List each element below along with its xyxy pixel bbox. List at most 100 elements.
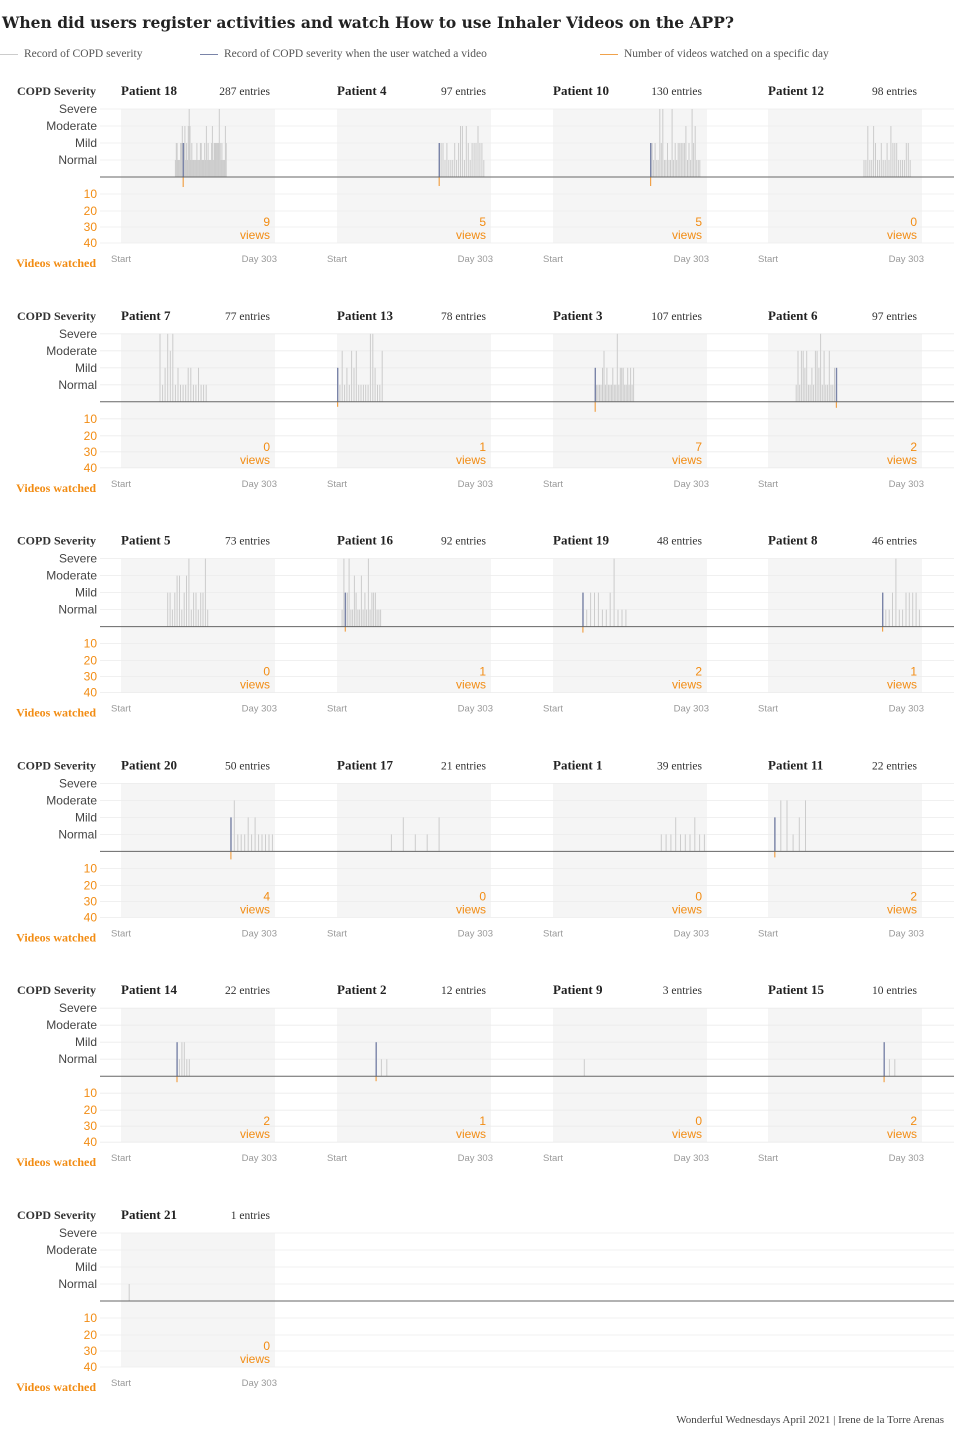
severity-bar	[171, 609, 173, 627]
patient-name: Patient 7	[121, 308, 171, 323]
severity-bar	[179, 575, 180, 627]
severity-bar	[187, 126, 189, 177]
y-tick-label-videos-30: 30	[84, 220, 98, 234]
severity-bar	[481, 143, 483, 177]
y-tick-label-normal: Normal	[58, 1277, 97, 1291]
y-tick-label-videos-10: 10	[84, 412, 98, 426]
severity-bar	[670, 834, 672, 852]
severity-bar	[261, 834, 263, 852]
severity-bar	[174, 160, 176, 177]
severity-bar	[204, 143, 206, 177]
severity-bar	[187, 367, 189, 402]
severity-bar	[479, 143, 481, 177]
severity-bar	[456, 160, 458, 177]
severity-bar	[653, 160, 655, 177]
x-label-start: Start	[758, 704, 778, 715]
videos-bar	[883, 1076, 885, 1083]
views-count: 4	[263, 889, 270, 903]
severity-bar	[630, 367, 632, 402]
severity-bar	[216, 143, 218, 177]
severity-bar	[885, 609, 887, 627]
severity-bar	[195, 592, 197, 627]
severity-bar	[596, 384, 598, 402]
severity-bar	[697, 160, 699, 177]
severity-bar	[627, 367, 629, 402]
severity-bar	[667, 143, 668, 177]
x-label-end: Day 303	[674, 928, 709, 939]
severity-bar	[176, 575, 178, 627]
patient-entries: 3 entries	[663, 985, 703, 997]
views-label: views	[456, 228, 486, 242]
x-label-start: Start	[111, 1153, 131, 1164]
severity-bar	[174, 384, 176, 402]
y-tick-label-severe: Severe	[59, 1226, 97, 1240]
x-label-start: Start	[327, 254, 347, 265]
severity-bar	[830, 384, 832, 402]
x-label-end: Day 303	[458, 704, 493, 715]
patient-entries: 97 entries	[872, 311, 918, 323]
views-count: 0	[910, 215, 917, 229]
severity-bar	[195, 160, 197, 177]
severity-bar	[670, 160, 671, 177]
severity-bar	[821, 384, 823, 402]
severity-bar	[175, 143, 177, 177]
severity-bar	[369, 609, 371, 627]
severity-bar	[590, 592, 592, 627]
severity-bar	[663, 160, 665, 177]
severity-bar	[390, 834, 392, 852]
severity-bar	[223, 160, 225, 177]
severity-bar	[178, 160, 180, 177]
severity-bar	[359, 609, 361, 627]
severity-bar	[809, 384, 811, 402]
severity-bar	[183, 1042, 185, 1077]
severity-bar	[469, 160, 471, 177]
severity-bar	[193, 160, 194, 177]
severity-bar	[656, 160, 658, 177]
y-tick-label-videos-40: 40	[84, 686, 98, 700]
severity-bar	[202, 160, 204, 177]
severity-bar	[898, 609, 900, 627]
severity-bar	[909, 160, 911, 177]
severity-bar	[212, 160, 214, 177]
severity-bar	[633, 367, 635, 402]
severity-bar	[688, 143, 690, 177]
severity-bar	[254, 817, 256, 852]
severity-bar	[699, 834, 701, 852]
y-tick-label-mild: Mild	[75, 1035, 97, 1049]
severity-bar	[210, 160, 212, 177]
severity-bar	[440, 143, 442, 177]
views-label: views	[240, 1352, 270, 1366]
y-tick-label-videos-40: 40	[84, 1135, 98, 1149]
views-count: 7	[695, 440, 702, 454]
severity-bar	[339, 384, 341, 402]
panel-background	[768, 1008, 922, 1143]
views-count: 0	[695, 889, 702, 903]
severity-bar	[169, 350, 171, 402]
y-tick-label-normal: Normal	[58, 1052, 97, 1066]
y-tick-label-videos-20: 20	[84, 1103, 98, 1117]
panel-background	[768, 783, 922, 918]
severity-bar	[199, 143, 201, 177]
severity-bar	[890, 126, 892, 177]
y-tick-label-moderate: Moderate	[46, 569, 97, 583]
videos-bar	[176, 1076, 178, 1083]
severity-bar	[892, 592, 893, 627]
x-label-end: Day 303	[889, 928, 924, 939]
severity-bar	[217, 143, 219, 177]
severity-bar	[362, 384, 364, 402]
severity-bar	[621, 609, 623, 627]
severity-bar	[380, 1059, 382, 1077]
severity-bar	[823, 350, 825, 402]
severity-bar	[892, 143, 894, 177]
severity-bar	[198, 160, 200, 177]
severity-bar	[696, 160, 698, 177]
y-tick-label-moderate: Moderate	[46, 1243, 97, 1257]
severity-bar	[369, 333, 371, 402]
severity-bar	[167, 592, 169, 627]
severity-bar	[780, 800, 782, 852]
severity-bar	[483, 160, 485, 177]
views-count: 5	[695, 215, 702, 229]
videos-bar	[438, 177, 440, 186]
views-label: views	[887, 453, 917, 467]
severity-bar	[377, 384, 378, 402]
